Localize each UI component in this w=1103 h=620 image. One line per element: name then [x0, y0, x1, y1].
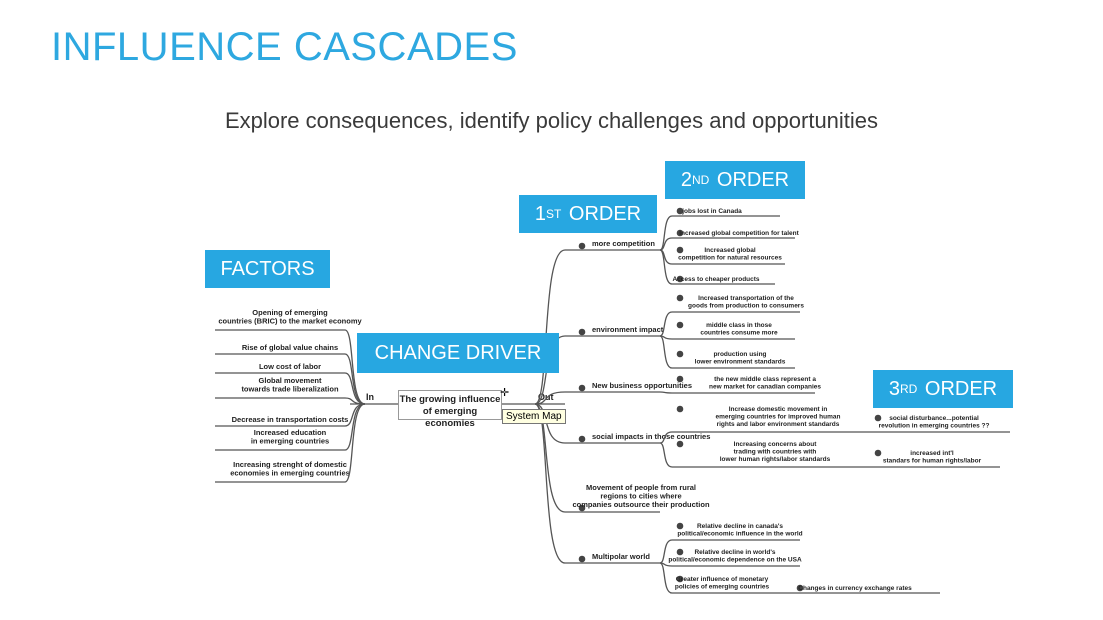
second-order-label: Increased global competition for talent [679, 230, 799, 237]
cursor-icon: ✛ [500, 386, 510, 399]
first-order-label: more competition [592, 239, 655, 248]
factor-branch [344, 403, 366, 483]
second-order-bullet [676, 522, 684, 530]
first-order-bullet [578, 328, 586, 336]
second-order-branch [659, 335, 673, 369]
slide-title: INFLUENCE CASCADES [51, 25, 518, 69]
third-order-bullet [874, 414, 882, 422]
second-order-bullet [676, 207, 684, 215]
central-topic-line2: of emerging economies [422, 406, 478, 429]
first-order-bullet [578, 435, 586, 443]
second-order-branch [659, 249, 673, 285]
second-order-bullet [676, 548, 684, 556]
second-order-branch [659, 562, 673, 594]
second-order-branch [659, 442, 673, 468]
second-order-bullet [676, 575, 684, 583]
second-order-bullet [676, 350, 684, 358]
factor-label: Decrease in transportation costs [232, 415, 349, 424]
first-order-label: New business opportunities [592, 381, 692, 390]
third-order-label: Changes in currency exchange rates [798, 585, 912, 592]
second-order-branch [659, 311, 673, 337]
first-order-label: environment impact [592, 325, 664, 334]
second-order-branch [659, 539, 673, 564]
second-order-bullet [676, 405, 684, 413]
second-order-bullet [676, 246, 684, 254]
first-order-label: Multipolar world [592, 552, 650, 561]
change-driver-label: CHANGE DRIVER [357, 333, 559, 373]
second-order-label: Access to cheaper products [672, 276, 759, 283]
second-order-bullet [676, 229, 684, 237]
out-label: Out [538, 392, 554, 402]
third-order-bullet [874, 449, 882, 457]
first-order-label: social impacts in those countries [592, 432, 710, 441]
factor-branch [344, 372, 366, 405]
factor-label: Rise of global value chains [242, 343, 338, 352]
central-topic-line1: The growing influence [399, 394, 501, 405]
second-order-label: jobs lost in Canada [681, 208, 742, 215]
third-order-bullet [796, 584, 804, 592]
second-order-branch [659, 391, 673, 394]
second-order-branch [659, 215, 673, 251]
second-order-bullet [676, 321, 684, 329]
in-label: In [366, 392, 374, 402]
slide-subtitle: Explore consequences, identify policy ch… [224, 108, 879, 133]
factors-label: FACTORS [205, 250, 330, 288]
first-order-branch [534, 249, 566, 405]
second-order-bullet [676, 440, 684, 448]
factor-branch [344, 329, 366, 405]
factor-label: Low cost of labor [259, 362, 321, 371]
central-topic[interactable]: The growing influence of emerging econom… [398, 390, 502, 429]
second-order-bullet [676, 375, 684, 383]
first-order-bullet [578, 555, 586, 563]
first-order-branch [534, 391, 566, 405]
tooltip: System Map [502, 409, 566, 424]
first-order-bullet [578, 242, 586, 250]
second-order-bullet [676, 275, 684, 283]
second-order-bullet [676, 294, 684, 302]
first-order-bullet [578, 504, 586, 512]
first-order-bullet [578, 384, 586, 392]
